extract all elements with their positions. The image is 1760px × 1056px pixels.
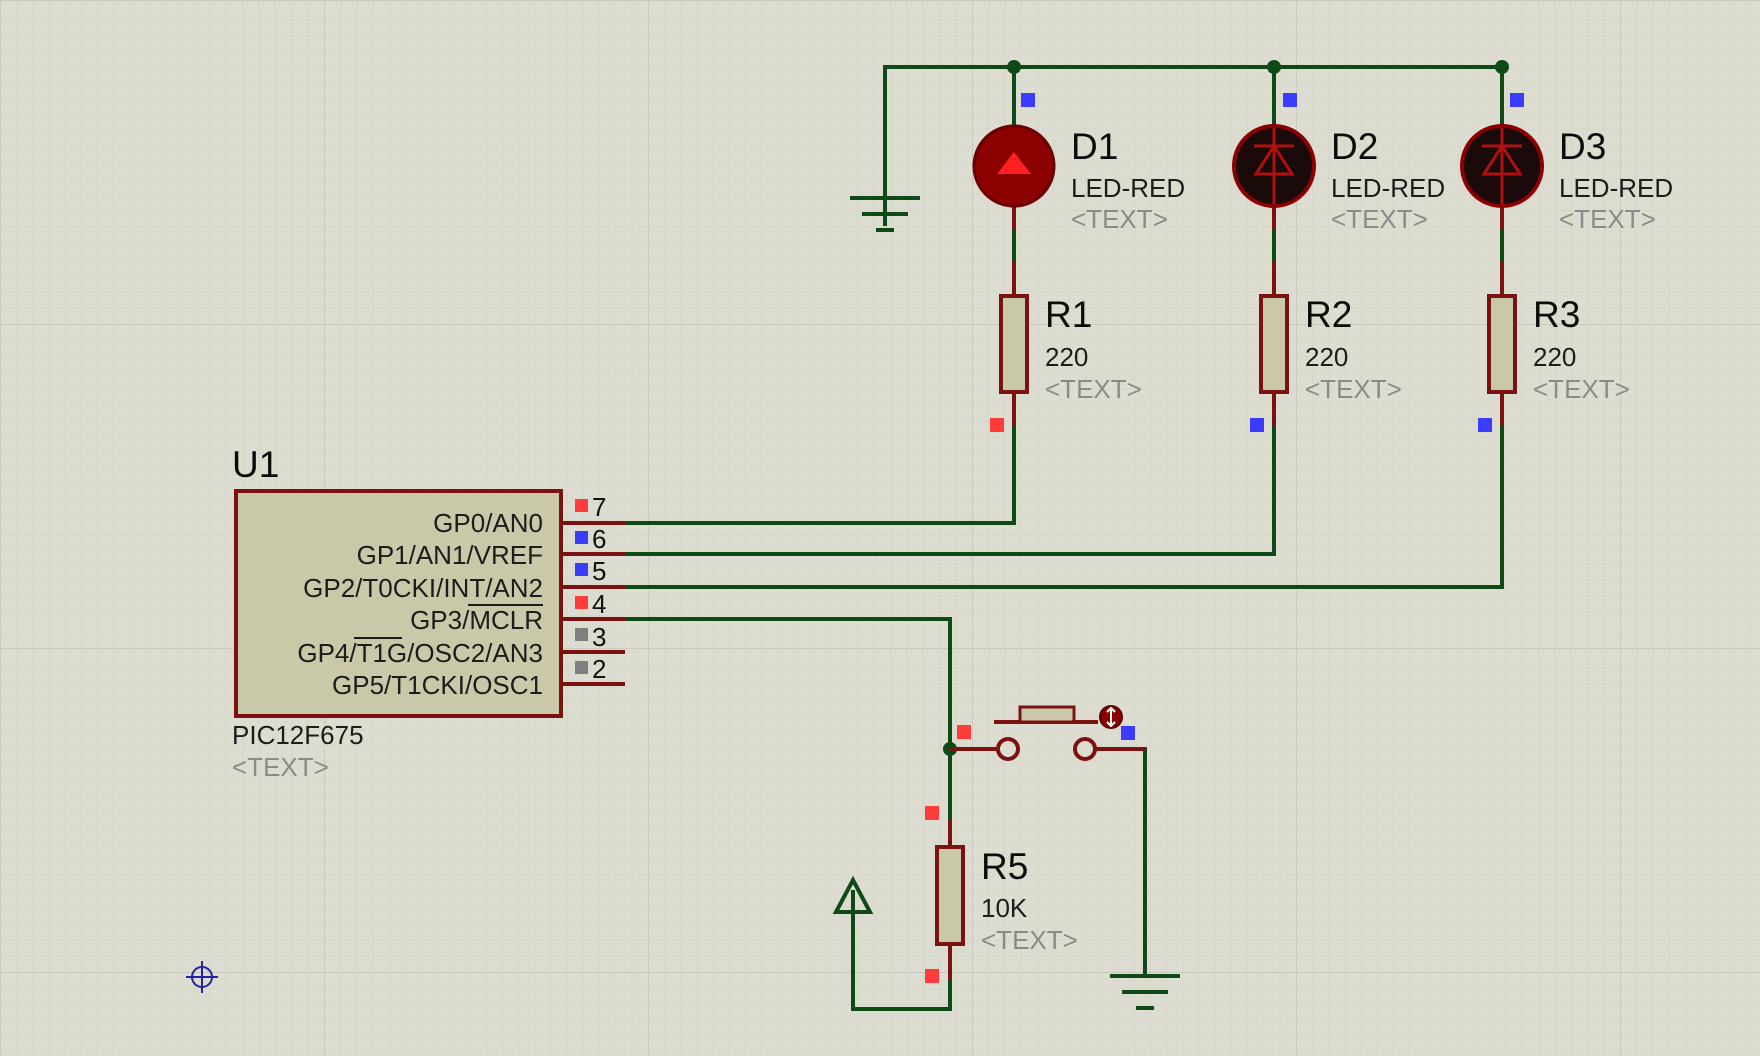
push-button-switch[interactable] — [950, 705, 1145, 761]
mcu-u1[interactable]: U1 7 6 5 4 3 2 GP0/AN0 GP1/AN1/VREF GP2/… — [232, 444, 625, 782]
led-d1-value: LED-RED — [1071, 173, 1185, 203]
wire-r5-vcc[interactable] — [851, 890, 952, 1011]
pin-marker-red — [990, 418, 1004, 432]
led-d3-text: <TEXT> — [1559, 204, 1656, 234]
resistor-r5-ref: R5 — [981, 846, 1028, 887]
ground-symbol-top[interactable] — [850, 196, 920, 232]
pin-name: GP4/T1G/OSC2/AN3 — [297, 638, 543, 668]
power-terminal-arrow[interactable] — [832, 875, 874, 914]
pin-number: 4 — [592, 589, 606, 619]
resistor-r3-value: 220 — [1533, 342, 1576, 372]
led-d2-value: LED-RED — [1331, 173, 1445, 203]
wire-r1-gp0[interactable] — [625, 426, 1016, 525]
led-d1-lit-icon — [997, 152, 1031, 174]
pin-marker-red — [575, 596, 588, 609]
resistor-r1-value: 220 — [1045, 342, 1088, 372]
resistor-r5[interactable]: R5 10K <TEXT> — [925, 806, 1078, 983]
pin-name: GP3/MCLR — [410, 605, 543, 635]
wire-top-rail[interactable] — [883, 65, 1502, 226]
pin-name: GP2/T0CKI/INT/AN2 — [303, 573, 543, 603]
pin-marker-blue — [1121, 726, 1135, 740]
toggle-actuator-icon[interactable] — [1099, 705, 1123, 729]
led-d3-ref: D3 — [1559, 126, 1606, 167]
pin-number: 2 — [592, 654, 606, 684]
resistor-r2-text: <TEXT> — [1305, 374, 1402, 404]
wire-r2-gp1[interactable] — [625, 426, 1276, 556]
led-d2[interactable]: D2 LED-RED <TEXT> — [1232, 93, 1445, 234]
pin-marker-blue — [1021, 93, 1035, 107]
pin-marker-red — [575, 499, 588, 512]
resistor-r5-text: <TEXT> — [981, 925, 1078, 955]
mcu-body — [234, 489, 563, 718]
resistor-r2[interactable]: R2 220 <TEXT> — [1250, 262, 1402, 432]
resistor-r1-ref: R1 — [1045, 294, 1092, 335]
junction-dot — [1267, 60, 1281, 74]
led-d1-ref: D1 — [1071, 126, 1118, 167]
pin-marker-blue — [575, 563, 588, 576]
pin-marker-red — [925, 806, 939, 820]
diode-icon — [1481, 128, 1523, 204]
led-d1-text: <TEXT> — [1071, 204, 1168, 234]
resistor-r2-value: 220 — [1305, 342, 1348, 372]
junctions — [943, 60, 1509, 756]
pin-marker-blue — [1510, 93, 1524, 107]
pin-marker-gray — [575, 628, 588, 641]
pin-name: GP5/T1CKI/OSC1 — [332, 670, 543, 700]
pin-marker-blue — [575, 531, 588, 544]
pin-marker-red — [957, 725, 971, 739]
pin-number: 7 — [592, 492, 606, 522]
pin-name: GP1/AN1/VREF — [357, 540, 543, 570]
resistor-r3[interactable]: R3 220 <TEXT> — [1478, 262, 1630, 432]
pin-marker-blue — [1250, 418, 1264, 432]
pin-marker-gray — [575, 661, 588, 674]
led-d3[interactable]: D3 LED-RED <TEXT> — [1460, 93, 1673, 234]
wire-r3-gp2[interactable] — [625, 426, 1504, 589]
resistor-r1-text: <TEXT> — [1045, 374, 1142, 404]
resistor-r5-value: 10K — [981, 893, 1028, 923]
resistor-r3-text: <TEXT> — [1533, 374, 1630, 404]
pin-number: 6 — [592, 524, 606, 554]
resistor-r1[interactable]: R1 220 <TEXT> — [990, 262, 1142, 432]
resistor-r3-ref: R3 — [1533, 294, 1580, 335]
junction-dot — [1495, 60, 1509, 74]
led-d2-text: <TEXT> — [1331, 204, 1428, 234]
junction-dot — [1007, 60, 1021, 74]
pin-marker-red — [925, 969, 939, 983]
pin-marker-blue — [1283, 93, 1297, 107]
origin-crosshair-icon — [186, 961, 218, 993]
led-d1[interactable]: D1 LED-RED <TEXT> — [972, 93, 1185, 234]
led-d2-ref: D2 — [1331, 126, 1378, 167]
pin-number: 3 — [592, 622, 606, 652]
pin-name: GP0/AN0 — [433, 508, 543, 538]
resistor-r2-ref: R2 — [1305, 294, 1352, 335]
mcu-part: PIC12F675 — [232, 720, 364, 750]
wires — [625, 65, 1504, 1011]
pin-marker-blue — [1478, 418, 1492, 432]
ground-symbol-bottom[interactable] — [1110, 974, 1180, 1010]
led-d3-value: LED-RED — [1559, 173, 1673, 203]
diode-icon — [1253, 128, 1295, 204]
mcu-ref: U1 — [232, 444, 279, 485]
mcu-text: <TEXT> — [232, 752, 329, 782]
pin-number: 5 — [592, 556, 606, 586]
